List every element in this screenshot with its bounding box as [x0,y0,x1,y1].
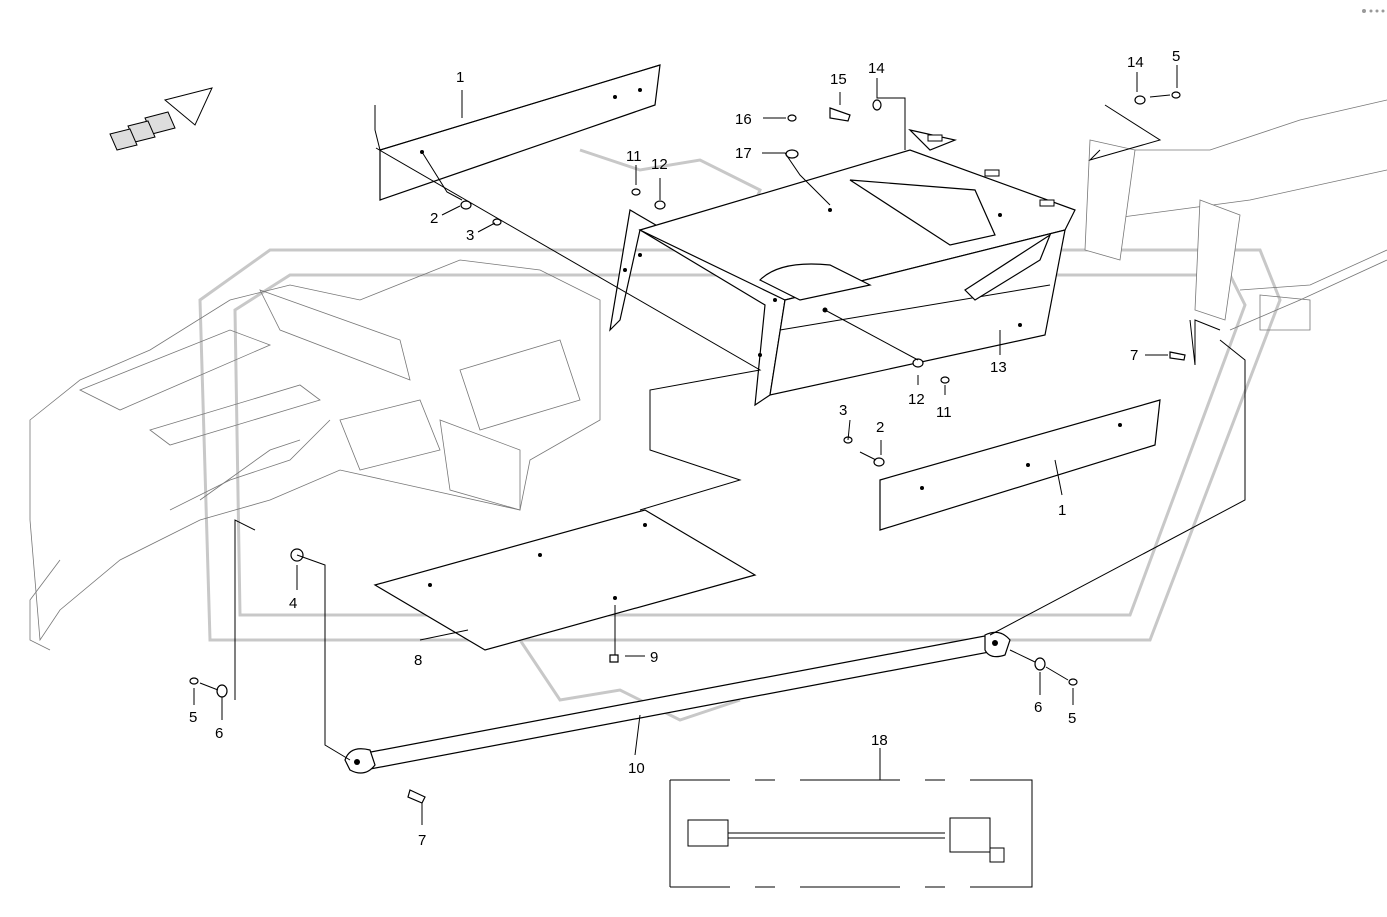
callout-7-upper: 7 [1130,347,1138,364]
callout-12-lower: 12 [908,391,925,408]
callout-6-right: 6 [1034,699,1042,716]
machine-background-outline [29,99,1387,651]
callout-3-upper: 3 [466,227,474,244]
callout-3-lower: 3 [839,402,847,419]
direction-arrow-icon [109,87,213,151]
part-10-stay-rod [344,631,1011,774]
callout-labels: 1 1 2 2 3 3 4 5 5 5 6 6 7 7 8 9 10 11 11… [189,48,1180,849]
callout-5-left: 5 [189,709,197,726]
callout-17: 17 [735,145,752,162]
part-13-main-frame [609,128,1076,407]
callout-12-upper: 12 [651,156,668,173]
callout-8: 8 [414,652,422,669]
callout-5-right: 5 [1068,710,1076,727]
callout-2-lower: 2 [876,419,884,436]
callout-6-left: 6 [215,725,223,742]
callout-4: 4 [289,595,297,612]
callout-15: 15 [830,71,847,88]
callout-5-top: 5 [1172,48,1180,65]
callout-13: 13 [990,359,1007,376]
callout-14-left: 14 [868,60,885,77]
callout-11-upper: 11 [626,148,642,165]
callout-2-upper: 2 [430,210,438,227]
callout-10: 10 [628,760,645,777]
callout-1-lower: 1 [1058,502,1066,519]
part-18-cable-kit [669,779,1033,888]
callout-16: 16 [735,111,752,128]
callout-7-lower: 7 [418,832,426,849]
corner-dots-icon [1362,9,1385,13]
callout-14-right: 14 [1127,54,1144,71]
callout-1-upper: 1 [456,69,464,86]
callout-18: 18 [871,732,888,749]
watermark-logo [198,148,1282,722]
part-8-lower-plate [373,509,757,651]
leader-lines [193,65,1246,825]
part-1-lower-plate [879,399,1161,531]
callout-9: 9 [650,649,658,666]
callout-11-lower: 11 [936,404,952,421]
part-1-upper-plate [374,64,661,201]
